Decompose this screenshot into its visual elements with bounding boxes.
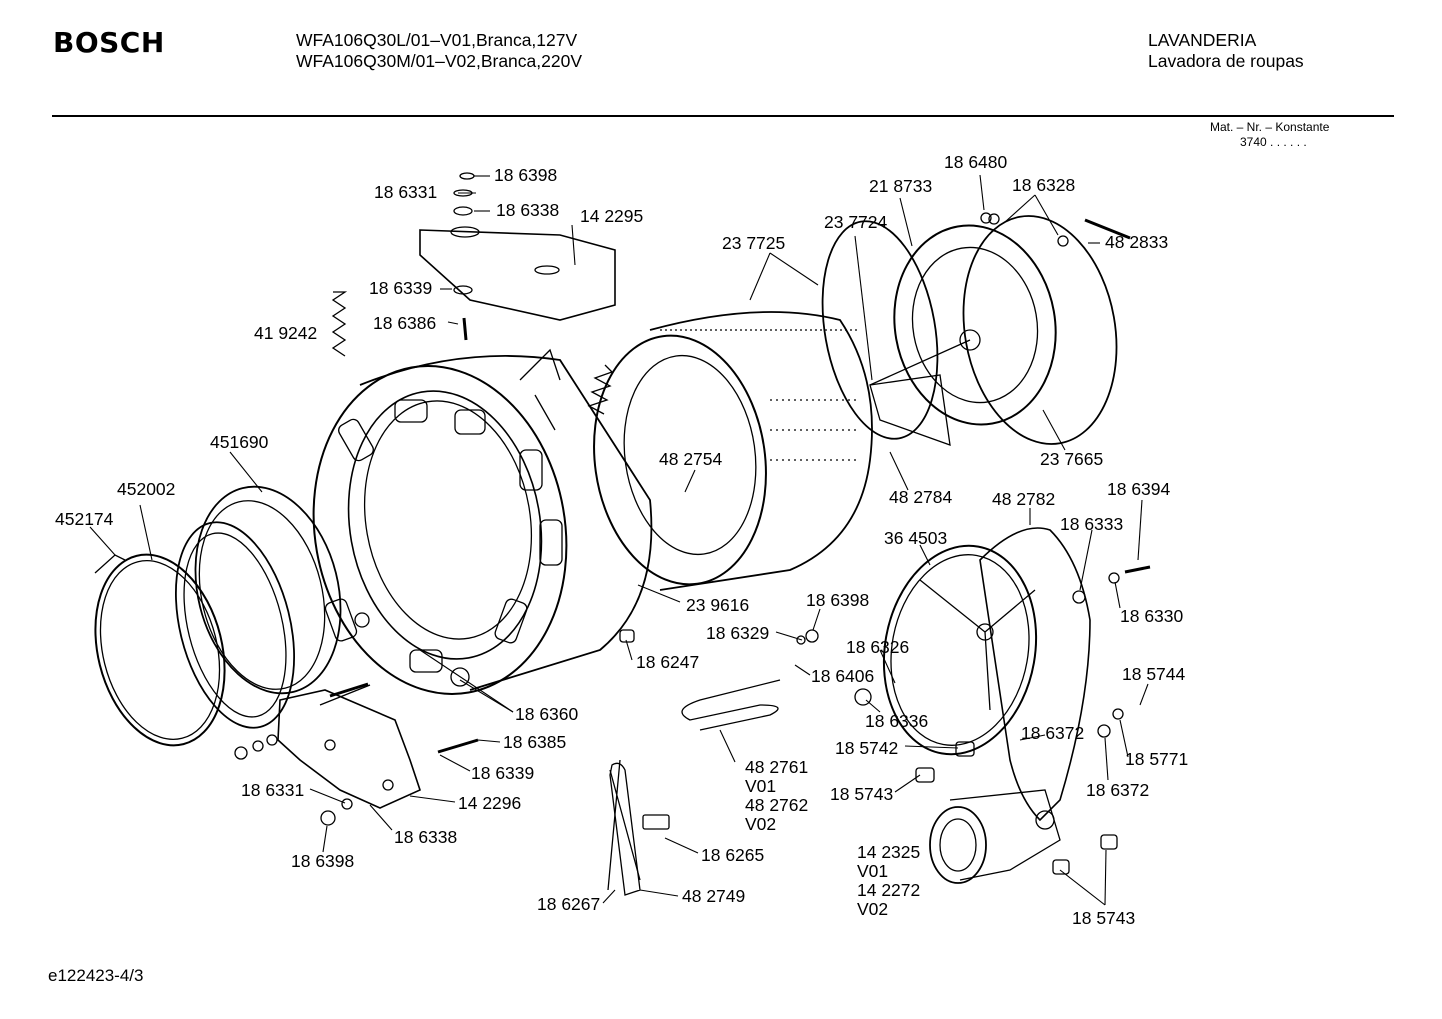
part-label: 18 6331 xyxy=(241,780,305,800)
suspension-spring-right xyxy=(587,364,614,415)
part-label: 18 6328 xyxy=(1012,175,1076,195)
part-label: 48 2761 xyxy=(745,757,809,777)
variant-label: V02 xyxy=(857,899,889,919)
part-label: 18 5743 xyxy=(1072,908,1136,928)
part-label: 18 5771 xyxy=(1125,749,1189,769)
part-label: 18 6330 xyxy=(1120,606,1184,626)
part-label: 18 6385 xyxy=(503,732,567,752)
drive-motor xyxy=(929,789,1061,884)
variant-label: V02 xyxy=(745,814,777,834)
motor-part-block: 14 2325 V01 14 2272 V02 xyxy=(857,843,920,919)
leader-lines xyxy=(89,174,1149,906)
part-label: 18 6339 xyxy=(369,278,433,298)
part-label: 18 6386 xyxy=(373,313,437,333)
heater-part-block: 48 2761 V01 48 2762 V02 xyxy=(745,758,808,834)
part-label: 48 2833 xyxy=(1105,232,1169,252)
part-label: 18 5742 xyxy=(835,738,899,758)
part-label: 18 6398 xyxy=(806,590,870,610)
part-label: 18 6338 xyxy=(394,827,458,847)
category-block: LAVANDERIA Lavadora de roupas xyxy=(1148,30,1304,72)
pressure-switch-bracket xyxy=(607,759,641,896)
part-label: 48 2754 xyxy=(659,449,723,469)
rear-tub xyxy=(893,215,1118,445)
part-label: 18 6333 xyxy=(1060,514,1124,534)
model-line-1: WFA106Q30L/01–V01,Branca,127V xyxy=(296,30,578,50)
part-label: 14 2296 xyxy=(458,793,522,813)
part-label: 23 9616 xyxy=(686,595,750,615)
part-label: 48 2784 xyxy=(889,487,953,507)
document-id: e122423-4/3 xyxy=(48,966,144,985)
part-label: 18 6372 xyxy=(1086,780,1150,800)
part-label: 18 6265 xyxy=(701,845,765,865)
part-label: 14 2325 xyxy=(857,842,921,862)
part-label: 18 6398 xyxy=(291,851,355,871)
part-label: 18 6336 xyxy=(865,711,929,731)
counterweight-top xyxy=(419,226,616,321)
part-label: 23 7724 xyxy=(824,212,888,232)
part-label: 18 5744 xyxy=(1122,664,1186,684)
part-label: 48 2762 xyxy=(745,795,809,815)
brand-logo: BOSCH xyxy=(53,26,165,59)
counterweight-bottom xyxy=(277,684,421,809)
model-line-2: WFA106Q30M/01–V02,Branca,220V xyxy=(296,51,583,71)
part-label: 451690 xyxy=(210,432,269,452)
drum xyxy=(593,311,873,591)
door-seal xyxy=(174,485,342,729)
part-label: 14 2272 xyxy=(857,880,921,900)
part-label: 18 6338 xyxy=(496,200,560,220)
model-list: WFA106Q30L/01–V01,Branca,127V WFA106Q30M… xyxy=(296,30,582,72)
part-label: 18 5743 xyxy=(830,784,894,804)
category-subtitle: Lavadora de roupas xyxy=(1148,51,1304,71)
part-label: 48 2782 xyxy=(992,489,1056,509)
part-label: 41 9242 xyxy=(254,323,318,343)
drum-pulley xyxy=(882,544,1038,756)
category-title: LAVANDERIA xyxy=(1148,30,1257,50)
part-label: 18 6331 xyxy=(374,182,438,202)
variant-label: V01 xyxy=(857,861,889,881)
heating-element xyxy=(681,679,781,731)
part-label: 36 4503 xyxy=(884,528,948,548)
rear-tub-seal xyxy=(821,220,939,440)
variant-label: V01 xyxy=(745,776,777,796)
drum-spider xyxy=(869,339,971,446)
part-label: 23 7725 xyxy=(722,233,786,253)
part-label: 23 7665 xyxy=(1040,449,1104,469)
part-label: 18 6247 xyxy=(636,652,700,672)
part-label: 18 6480 xyxy=(944,152,1008,172)
material-number-value: 3740 . . . . . . xyxy=(1240,135,1307,149)
part-label: 18 6267 xyxy=(537,894,601,914)
part-label: 14 2295 xyxy=(580,206,644,226)
suspension-spring-left xyxy=(331,291,348,357)
part-label: 452174 xyxy=(55,509,114,529)
part-label: 18 6398 xyxy=(494,165,558,185)
header-rule xyxy=(52,115,1394,117)
drive-belt xyxy=(979,527,1091,822)
material-number-label: Mat. – Nr. – Konstante xyxy=(1210,120,1330,134)
part-label: 48 2749 xyxy=(682,886,746,906)
part-label: 18 6329 xyxy=(706,623,770,643)
material-number: Mat. – Nr. – Konstante 3740 . . . . . . xyxy=(1210,120,1329,150)
part-label: 18 6326 xyxy=(846,637,910,657)
part-label: 452002 xyxy=(117,479,176,499)
part-label: 21 8733 xyxy=(869,176,933,196)
part-label: 18 6406 xyxy=(811,666,875,686)
part-label: 18 6394 xyxy=(1107,479,1171,499)
part-label: 18 6360 xyxy=(515,704,579,724)
part-label: 18 6372 xyxy=(1021,723,1085,743)
part-label: 18 6339 xyxy=(471,763,535,783)
front-tub-half xyxy=(312,348,653,695)
